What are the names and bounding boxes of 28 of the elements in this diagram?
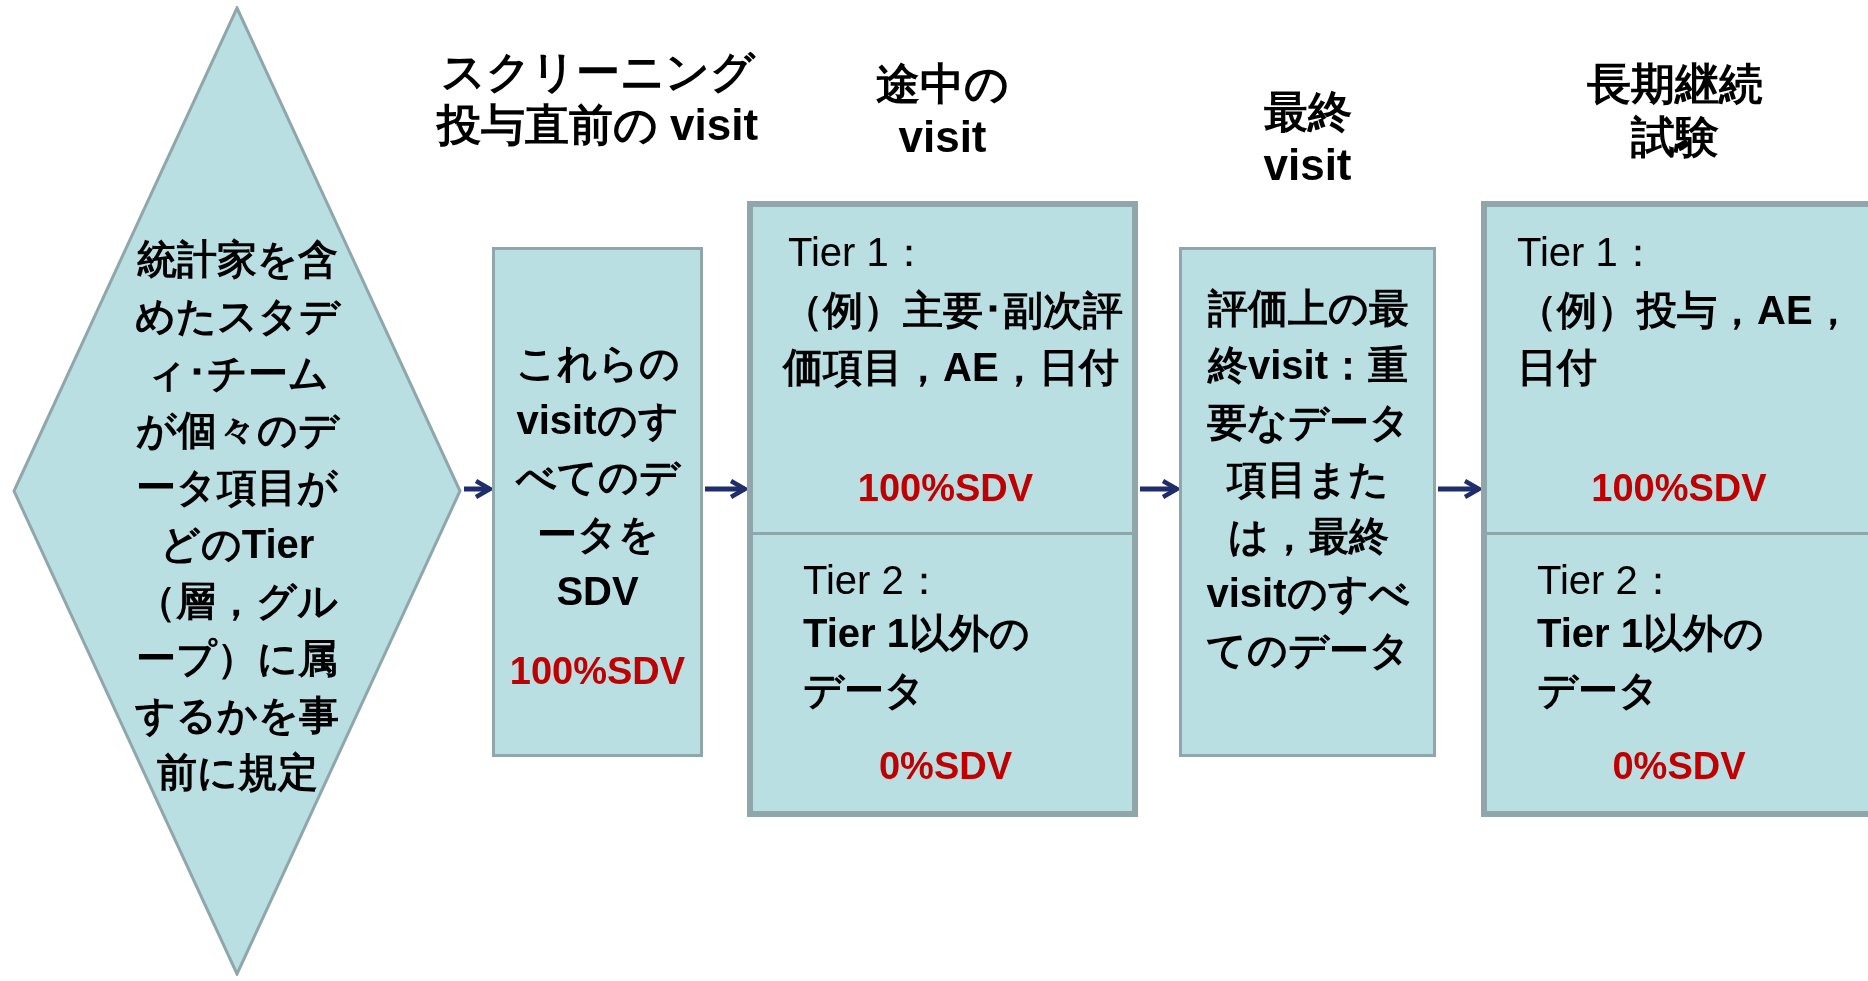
box-text: Tier 1以外のデータ (1537, 610, 1765, 714)
sdv-rate: 100%SDV (1590, 467, 1768, 510)
process-box (750, 204, 1135, 535)
tier-label: Tier 1： (1517, 229, 1659, 276)
tier-label: Tier 2： (803, 557, 945, 604)
arrow (1438, 478, 1482, 500)
arrow (1140, 478, 1180, 500)
tier-label: Tier 2： (1537, 557, 1679, 604)
column-heading: スクリーニング投与直前の visit (435, 46, 760, 151)
column-heading: 最終 visit (1262, 86, 1353, 191)
sdv-rate: 0%SDV (1611, 745, 1747, 788)
box-text: 評価上の最終visit：重要なデータ項目または，最終visitのすべてのデータ (1205, 285, 1411, 674)
sdv-rate: 0%SDV (877, 745, 1014, 788)
box-text: （例）投与，AE，日付 (1517, 287, 1854, 391)
sdv-rate: 100%SDV (508, 650, 687, 693)
arrow (705, 478, 748, 500)
sdv-rate: 100%SDV (856, 467, 1035, 510)
arrow (464, 478, 493, 500)
process-box (750, 532, 1135, 814)
process-box (1484, 532, 1868, 814)
column-heading: 途中の visit (875, 58, 1010, 163)
box-text: （例）主要･副次評価項目，AE，日付 (783, 287, 1124, 391)
process-box (1484, 204, 1868, 535)
box-text: Tier 1以外のデータ (803, 610, 1031, 714)
box-text: 統計家を含めたスタディ･チームが個々のデータ項目がどのTier（層，グループ）に属するかを事前に規定 (133, 236, 343, 796)
column-heading: 長期継続試験 (1585, 58, 1764, 163)
tier-label: Tier 1： (788, 229, 930, 276)
box-text: これらのvisitのすべてのデータをSDV (514, 340, 683, 615)
